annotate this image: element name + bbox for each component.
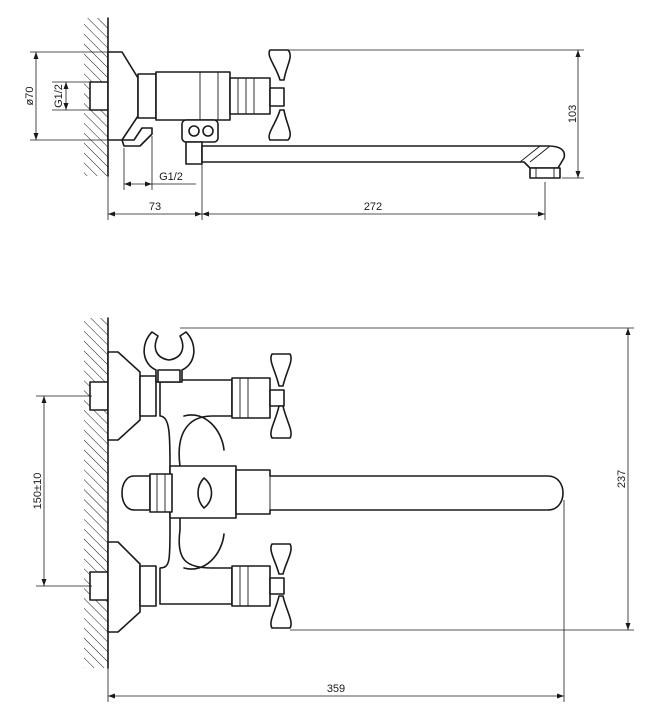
bonnet-bottom [231, 565, 271, 607]
shower-outlet-side [121, 127, 153, 147]
wall-pipe-side [89, 81, 109, 111]
dimension-thread-top: G1/2 [52, 81, 92, 111]
aerator-side [529, 167, 561, 179]
shower-holder [143, 331, 195, 383]
thread-top-label: G1/2 [53, 84, 65, 108]
flange-top [107, 351, 141, 441]
height-front-label: 237 [616, 470, 628, 488]
bonnet-top [231, 377, 271, 419]
spout-front [235, 469, 564, 515]
handle-bottom [269, 543, 292, 629]
dimension-diameter: ø70 [24, 51, 108, 141]
dimension-height-side: 103 [288, 49, 584, 179]
dimension-horizontal-side: 73 272 [107, 164, 546, 220]
dimension-thread-bottom: G1/2 [123, 136, 196, 190]
front-view: 150±10 237 359 [32, 317, 634, 702]
wall-pipe-bottom [89, 571, 109, 601]
height-side-label: 103 [567, 105, 579, 123]
wall-front [84, 317, 109, 669]
centers-label: 150±10 [32, 473, 44, 510]
depth-left-label: 73 [149, 201, 161, 213]
dimension-total-width: 359 [107, 500, 565, 702]
flange-bottom [107, 541, 141, 633]
valve-body-side [155, 71, 231, 121]
nut-bottom [139, 565, 157, 607]
connector-nut-side [137, 73, 157, 119]
dimension-height-front: 237 [180, 327, 634, 631]
side-view: ø70 G1/2 G1/2 103 73 272 [24, 17, 584, 220]
flange-side [107, 51, 139, 141]
handle-side [268, 49, 291, 141]
nut-top [139, 375, 157, 417]
diverter-side [181, 119, 219, 165]
thread-bottom-label: G1/2 [159, 171, 183, 183]
wall-pipe-top [89, 381, 109, 411]
dimension-centers: 150±10 [32, 395, 92, 587]
diverter-hub [169, 465, 237, 519]
diverter-nut [149, 473, 173, 513]
diameter-label: ø70 [24, 87, 36, 106]
spout-side [201, 145, 566, 169]
mixer-body [159, 379, 233, 605]
bonnet-side [229, 77, 271, 115]
handle-top [269, 353, 292, 439]
total-width-label: 359 [327, 683, 345, 695]
diverter-knob [121, 475, 151, 511]
spout-length-label: 272 [364, 201, 382, 213]
